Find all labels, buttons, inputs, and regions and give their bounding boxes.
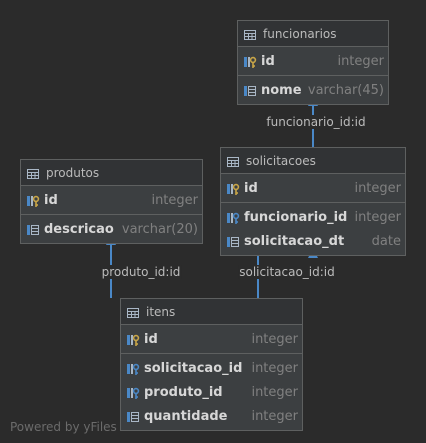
table-icon [126, 305, 140, 319]
table-icon [226, 154, 240, 168]
primary-key-icon [26, 193, 40, 207]
column-name: id [144, 331, 158, 347]
table-name: produtos [46, 165, 100, 180]
table-icon [26, 166, 40, 180]
column-type: integer [251, 384, 298, 400]
table-name: itens [146, 304, 176, 319]
column-type: integer [337, 53, 384, 69]
column-icon [126, 409, 140, 423]
primary-key-icon [226, 181, 240, 195]
column-name: nome [261, 82, 302, 98]
column-name: funcionario_id [244, 209, 348, 225]
column-row[interactable]: id integer [221, 176, 405, 200]
primary-key-icon [126, 332, 140, 346]
column-icon [26, 222, 40, 236]
column-row[interactable]: funcionario_id integer [221, 205, 405, 229]
column-name: id [44, 192, 58, 208]
table-funcionarios[interactable]: funcionarios id integer nome varchar(45) [237, 20, 389, 105]
foreign-key-icon [126, 385, 140, 399]
columns-section: funcionario_id integer solicitacao_dt date [221, 203, 405, 255]
primary-key-section: id integer [221, 174, 405, 203]
column-name: quantidade [144, 408, 228, 424]
column-name: descricao [44, 221, 114, 237]
foreign-key-icon [126, 361, 140, 375]
table-header[interactable]: solicitacoes [221, 148, 405, 174]
table-name: solicitacoes [246, 153, 316, 168]
column-name: id [244, 180, 258, 196]
table-produtos[interactable]: produtos id integer descricao varchar(20) [20, 159, 203, 244]
column-row[interactable]: id integer [21, 188, 202, 212]
column-row[interactable]: id integer [238, 49, 388, 73]
table-name: funcionarios [263, 26, 337, 41]
column-row[interactable]: solicitacao_dt date [221, 229, 405, 253]
table-solicitacoes[interactable]: solicitacoes id integer funcionario_id integ… [220, 147, 406, 256]
column-type: integer [251, 360, 298, 376]
table-icon [243, 27, 257, 41]
column-row[interactable]: quantidade integer [121, 404, 302, 428]
column-type: varchar(45) [307, 82, 384, 98]
powered-by-footer: Powered by yFiles [10, 420, 117, 434]
columns-section: nome varchar(45) [238, 76, 388, 104]
column-name: solicitacao_id [144, 360, 243, 376]
primary-key-section: id integer [121, 325, 302, 354]
columns-section: descricao varchar(20) [21, 215, 202, 243]
column-row[interactable]: produto_id integer [121, 380, 302, 404]
column-row[interactable]: id integer [121, 327, 302, 351]
relation-label-produto: produto_id:id [100, 265, 182, 279]
table-header[interactable]: itens [121, 299, 302, 325]
column-row[interactable]: descricao varchar(20) [21, 217, 202, 241]
primary-key-section: id integer [238, 47, 388, 76]
column-type: date [371, 233, 401, 249]
column-type: varchar(20) [121, 221, 198, 237]
column-type: integer [354, 209, 401, 225]
column-name: id [261, 53, 275, 69]
column-row[interactable]: nome varchar(45) [238, 78, 388, 102]
column-name: produto_id [144, 384, 223, 400]
column-type: integer [354, 180, 401, 196]
column-row[interactable]: solicitacao_id integer [121, 356, 302, 380]
relation-label-funcionario: funcionario_id:id [265, 115, 367, 129]
column-type: integer [251, 331, 298, 347]
column-name: solicitacao_dt [244, 233, 345, 249]
column-type: integer [251, 408, 298, 424]
primary-key-icon [243, 54, 257, 68]
column-icon [243, 83, 257, 97]
primary-key-section: id integer [21, 186, 202, 215]
foreign-key-icon [226, 210, 240, 224]
table-header[interactable]: produtos [21, 160, 202, 186]
table-header[interactable]: funcionarios [238, 21, 388, 47]
column-icon [226, 234, 240, 248]
column-type: integer [151, 192, 198, 208]
relation-label-solicitacao: solicitacao_id:id [238, 265, 336, 279]
